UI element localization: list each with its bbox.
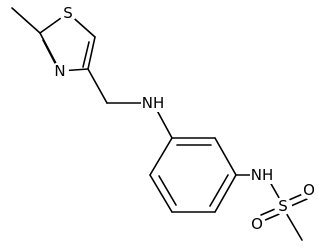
- atom-s-sulfonyl: S: [274, 197, 292, 215]
- bond-ring-5: [149, 174, 173, 213]
- atom-label-nh-sulfonamide: NH: [251, 166, 274, 184]
- atom-label-o-sulfonyl-1: O: [303, 181, 315, 199]
- bond-c4-ch2: [87, 68, 108, 104]
- bond-n3-c2-double: [42, 39, 56, 64]
- atom-o-sulfonyl-1: O: [300, 181, 318, 199]
- atom-label-n-thiazole: N: [54, 62, 65, 80]
- bond-methyl-thiazole: [11, 7, 41, 34]
- bond-c5-c4-double: [82, 41, 90, 68]
- bond-ring-3: [214, 174, 237, 213]
- bond-c5-c4: [87, 36, 96, 70]
- bond-ring-2: [214, 137, 237, 176]
- atom-n-thiazole: N: [51, 62, 69, 80]
- bond-ring-6: [149, 137, 173, 176]
- atom-o-sulfonyl-2: O: [248, 215, 266, 233]
- atom-label-nh-amine: NH: [142, 94, 165, 112]
- bonds: [11, 7, 308, 241]
- bond-ring-double-2: [209, 174, 229, 207]
- atom-label-o-sulfonyl-2: O: [251, 215, 263, 233]
- atom-nh-amine: NH: [141, 94, 165, 112]
- atom-label-s-sulfonyl: S: [278, 197, 288, 215]
- atom-nh-sulfonamide: NH: [250, 166, 274, 184]
- atom-s-thiazole: S: [59, 4, 77, 22]
- bond-ring-double-3: [158, 175, 177, 206]
- atom-label-s-thiazole: S: [63, 4, 73, 22]
